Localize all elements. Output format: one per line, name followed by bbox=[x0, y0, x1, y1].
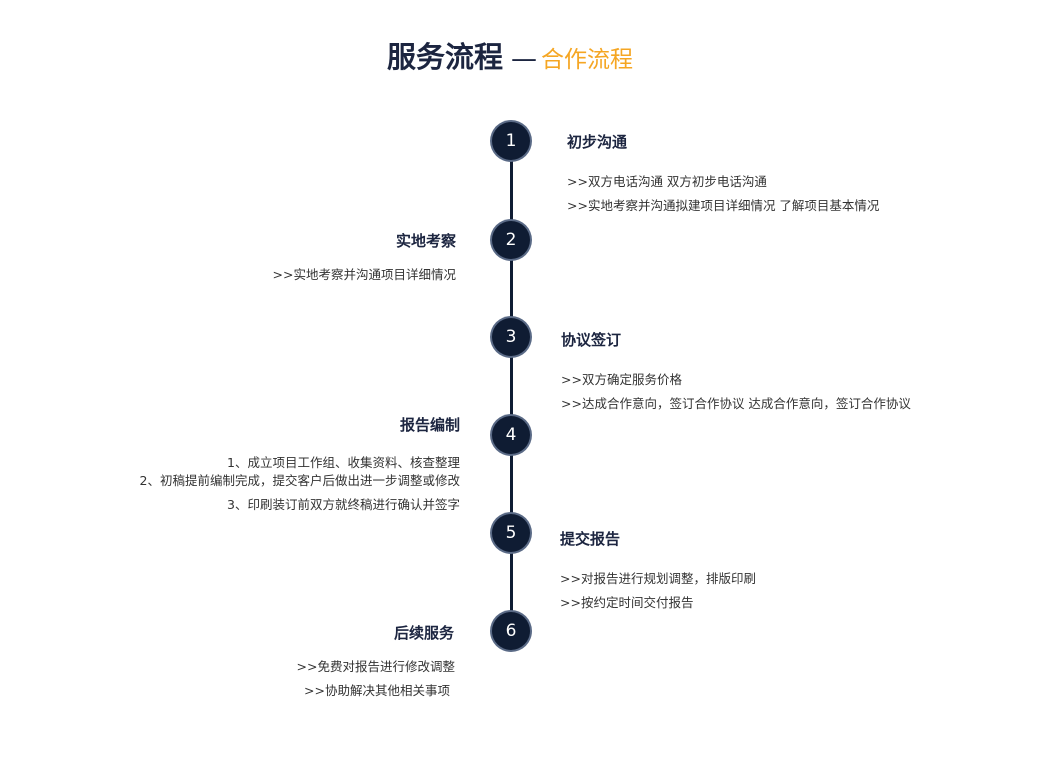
step-3-line-1: >>双方确定服务价格 bbox=[561, 372, 682, 387]
step-4-title: 报告编制 bbox=[399, 416, 460, 434]
title-main: 服务流程 bbox=[386, 40, 503, 74]
step-1-line-2: >>实地考察并沟通拟建项目详细情况 了解项目基本情况 bbox=[567, 198, 880, 213]
step-5-circle: 5 bbox=[492, 514, 530, 552]
page-title: 服务流程 —合作流程 bbox=[0, 34, 1020, 76]
step-2-circle: 2 bbox=[492, 221, 530, 259]
step-6-title: 后续服务 bbox=[393, 624, 454, 642]
step-4-line-1: 1、成立项目工作组、收集资料、核查整理 bbox=[227, 455, 460, 470]
step-1-line-1: >>双方电话沟通 双方初步电话沟通 bbox=[567, 174, 767, 189]
step-6-line-2: >>协助解决其他相关事项 bbox=[304, 683, 450, 698]
step-5-line-2: >>按约定时间交付报告 bbox=[560, 595, 694, 610]
step-3-line-2: >>达成合作意向，签订合作协议 达成合作意向，签订合作协议 bbox=[561, 396, 911, 411]
step-1-title: 初步沟通 bbox=[567, 133, 628, 151]
step-5-title: 提交报告 bbox=[560, 530, 621, 548]
step-1-circle: 1 bbox=[492, 122, 530, 160]
step-4-circle: 4 bbox=[492, 416, 530, 454]
step-4-line-3: 3、印刷装订前双方就终稿进行确认并签字 bbox=[227, 497, 460, 512]
title-dash: — bbox=[511, 44, 537, 74]
step-3-circle: 3 bbox=[492, 318, 530, 356]
step-6-circle: 6 bbox=[492, 612, 530, 650]
step-5-line-1: >>对报告进行规划调整，排版印刷 bbox=[560, 571, 756, 586]
step-2-line-1: >>实地考察并沟通项目详细情况 bbox=[272, 267, 456, 282]
title-subtitle: 合作流程 bbox=[541, 47, 633, 73]
step-3-title: 协议签订 bbox=[561, 331, 622, 349]
step-6-line-1: >>免费对报告进行修改调整 bbox=[296, 659, 455, 674]
step-4-line-2: 2、初稿提前编制完成，提交客户后做出进一步调整或修改 bbox=[139, 473, 460, 488]
timeline-line bbox=[510, 140, 513, 632]
step-2-title: 实地考察 bbox=[395, 232, 456, 250]
